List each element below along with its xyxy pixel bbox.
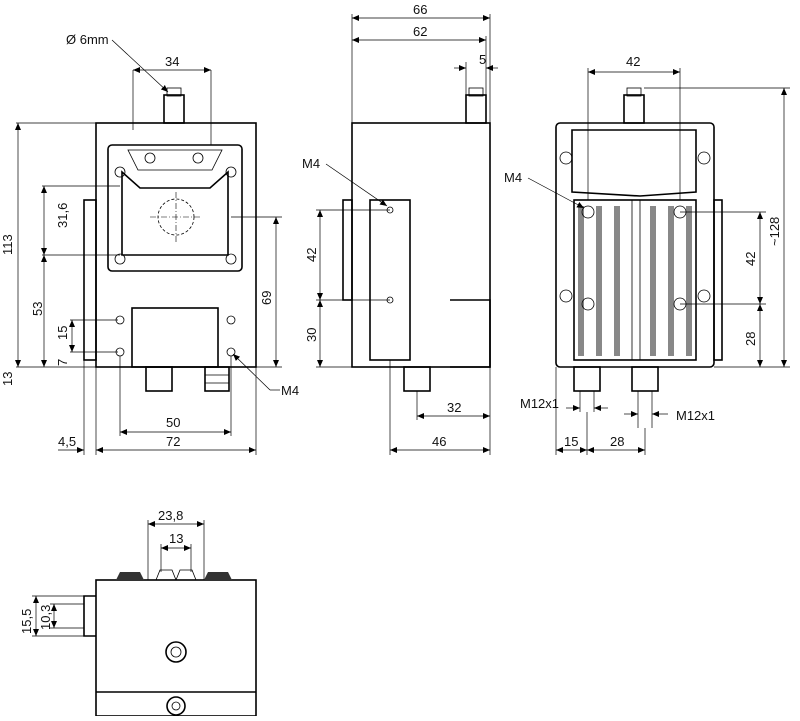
front-top-connector-tip <box>166 87 182 97</box>
back-screw-tl <box>559 151 573 165</box>
front-h13-label: 13 <box>0 372 15 386</box>
back-flange <box>713 199 723 361</box>
front-h113-label: 113 <box>0 234 15 255</box>
back-m4-label: M4 <box>504 170 522 185</box>
back-view: 42 M4 ~128 42 28 M12x1 M12x1 15 28 <box>504 54 790 455</box>
front-screw-bl <box>114 253 126 265</box>
front-diameter-label: Ø 6mm <box>66 32 109 47</box>
back-w28-label: 28 <box>610 434 624 449</box>
front-window-top <box>127 149 223 171</box>
back-h42-label: 42 <box>743 252 758 266</box>
front-view: Ø 6mm 34 113 31,6 53 15 7 13 69 <box>0 32 299 455</box>
side-connector <box>403 366 431 392</box>
front-body-outline <box>95 122 257 368</box>
back-label-panel <box>571 129 697 197</box>
front-m4-label: M4 <box>281 383 299 398</box>
bottom-lower-screw <box>166 696 186 716</box>
back-h128-label: ~128 <box>767 217 782 246</box>
front-connector-left <box>145 366 173 392</box>
bottom-connector-mid-left <box>155 569 177 581</box>
front-w50-label: 50 <box>166 415 180 430</box>
front-window-inner <box>121 170 229 256</box>
side-w46-label: 46 <box>432 434 446 449</box>
front-window-screw-left <box>144 152 156 164</box>
back-h28-label: 28 <box>743 332 758 346</box>
side-flange <box>342 199 353 301</box>
back-screw-bl <box>559 289 573 303</box>
front-screw-tr <box>225 166 237 178</box>
front-connector-right <box>204 366 230 392</box>
front-top-connector <box>163 94 185 124</box>
front-w4-5-label: 4,5 <box>58 434 76 449</box>
bottom-h10-3-label: 10,3 <box>38 605 53 630</box>
back-heatsink <box>573 199 697 361</box>
back-w15-label: 15 <box>564 434 578 449</box>
side-w5-label: 5 <box>479 52 486 67</box>
side-rear-block <box>450 299 491 368</box>
back-m4-hole-bl <box>581 297 595 311</box>
bottom-connector-mid-right <box>175 569 197 581</box>
bottom-w13-label: 13 <box>169 531 183 546</box>
side-w66-label: 66 <box>413 2 427 17</box>
bottom-view: 23,8 13 15,5 10,3 <box>19 508 257 717</box>
front-window-screw-right <box>192 152 204 164</box>
front-lower-box <box>131 307 219 368</box>
bottom-w23-8-label: 23,8 <box>158 508 183 523</box>
bottom-center-screw-head <box>170 646 182 658</box>
front-screw-br <box>225 253 237 265</box>
back-heatsink-fins <box>578 200 692 360</box>
side-h30-label: 30 <box>304 328 319 342</box>
side-top-connector <box>465 94 487 124</box>
side-w32-label: 32 <box>447 400 461 415</box>
front-side-flange <box>83 199 97 361</box>
front-h7-label: 7 <box>55 359 70 366</box>
bottom-connector-right <box>204 572 232 580</box>
side-h42-label: 42 <box>304 248 319 262</box>
bottom-h15-5-label: 15,5 <box>19 609 34 634</box>
bottom-flange <box>83 595 96 637</box>
front-w72-label: 72 <box>166 434 180 449</box>
front-m4-hole-2 <box>226 315 236 325</box>
front-window-frame <box>107 144 243 272</box>
front-h15-label: 15 <box>55 326 70 340</box>
bottom-center-screw <box>165 641 187 663</box>
front-h53-label: 53 <box>30 302 45 316</box>
back-connector-right <box>631 366 659 392</box>
front-h31-6-label: 31,6 <box>55 203 70 228</box>
back-m12-left-label: M12x1 <box>520 396 559 411</box>
back-screw-br <box>697 289 711 303</box>
bottom-connector-left <box>116 572 144 580</box>
back-screw-tr <box>697 151 711 165</box>
front-screw-tl <box>114 166 126 178</box>
front-h69-label: 69 <box>259 291 274 305</box>
bottom-body-outline <box>95 579 257 717</box>
side-view: 66 62 5 M4 42 30 32 46 <box>302 2 498 455</box>
back-w42-label: 42 <box>626 54 640 69</box>
side-w62-label: 62 <box>413 24 427 39</box>
back-connector-left <box>573 366 601 392</box>
side-body-outline <box>351 122 491 368</box>
back-top-connector <box>623 94 645 124</box>
back-m4-hole-tl <box>581 205 595 219</box>
side-mount-bar <box>369 199 411 361</box>
front-w34-label: 34 <box>165 54 179 69</box>
back-m12-right-label: M12x1 <box>676 408 715 423</box>
side-m4-label: M4 <box>302 156 320 171</box>
